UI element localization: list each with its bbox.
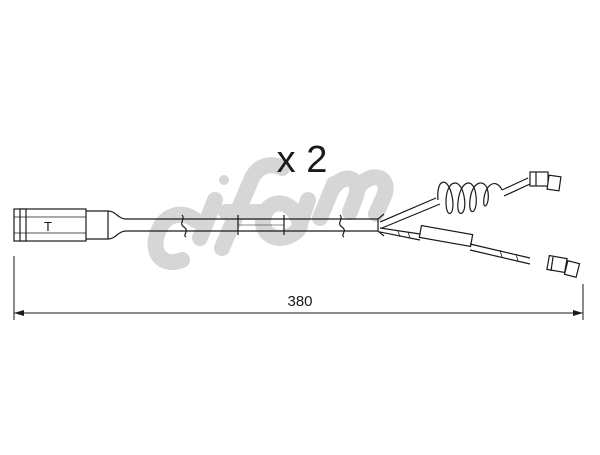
connector-mark: T xyxy=(44,219,52,234)
watermark-logo xyxy=(147,157,394,270)
main-connector-ring xyxy=(19,208,27,242)
coil-tail xyxy=(501,177,531,197)
lower-branch-sleeve xyxy=(418,224,474,248)
length-label: 380 xyxy=(287,293,312,310)
dimension-arrow-right xyxy=(573,310,583,316)
sensor-cable-assembly: T xyxy=(13,171,581,278)
dimension-arrow-left xyxy=(14,310,24,316)
main-cable xyxy=(140,218,378,232)
cable-boot xyxy=(86,210,140,240)
upper-branch xyxy=(379,197,441,229)
length-dimension xyxy=(13,256,584,320)
break-mark-right xyxy=(339,214,345,238)
quantity-label: x 2 xyxy=(277,139,328,181)
break-mark-left xyxy=(181,214,187,238)
split-junction xyxy=(377,213,385,237)
lower-branch xyxy=(379,227,421,241)
upper-terminal xyxy=(529,171,562,192)
lower-terminal xyxy=(546,254,581,278)
coiled-lead xyxy=(437,181,503,214)
